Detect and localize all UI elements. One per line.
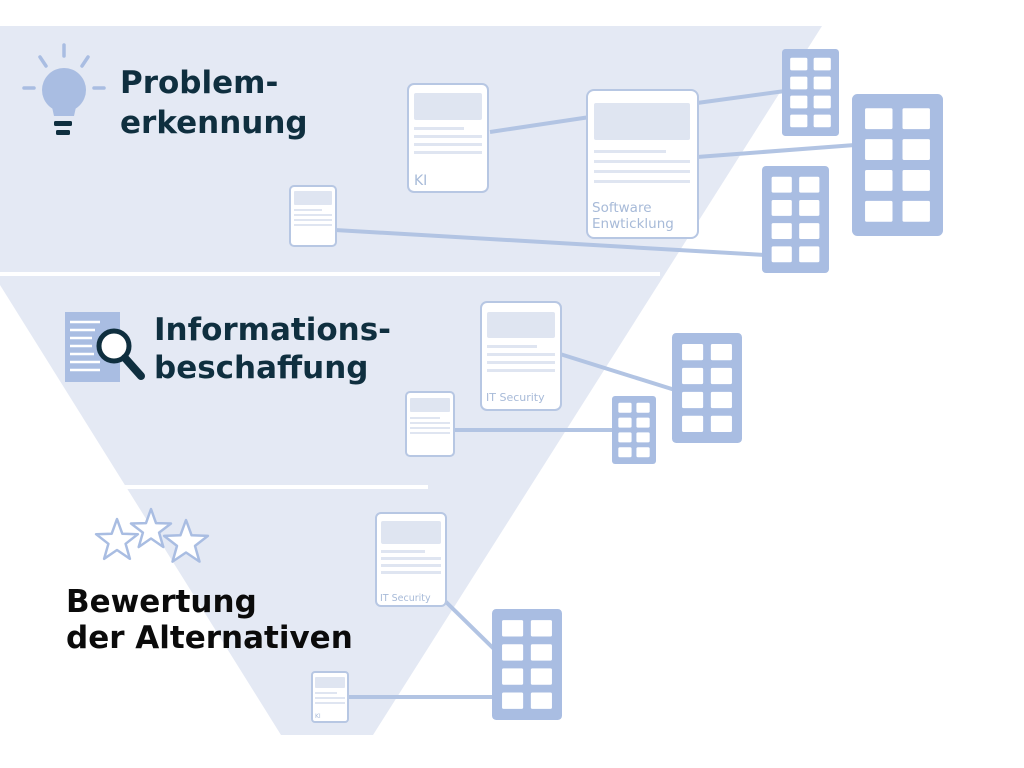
building-window [502,668,524,685]
building-window [682,415,704,432]
building-window [813,95,831,109]
document-card: KI [311,671,349,723]
building-window [790,57,808,71]
building-window [618,432,632,443]
building-window [618,417,632,428]
building-window [682,344,704,361]
connector-line [559,352,676,392]
stage-title-problem: Problem- erkennung [120,65,308,141]
building-window [865,200,893,222]
building-window [902,139,930,160]
building-window [530,692,552,709]
building-window [636,402,650,413]
document-card [289,185,337,247]
building-window [636,417,650,428]
building-window [902,108,930,130]
building-window [799,223,820,240]
building-window [710,415,732,432]
document-search-icon [65,312,145,382]
building-window [902,170,930,191]
building-window [813,57,831,71]
stage-title-line: Informations- [154,312,391,348]
document-label: KI [315,713,321,720]
connectors [334,89,856,699]
connector-line [334,228,766,257]
document-card: KI [407,83,489,193]
building-icon [852,94,943,236]
three-stars-icon [94,507,210,563]
connector-line [696,89,786,105]
building-window [799,246,820,263]
stage-title-information: Informations- beschaffung [154,312,402,386]
building-icon [492,609,562,720]
building-window [618,447,632,458]
building-window [902,200,930,222]
building-window [865,108,893,130]
building-window [636,447,650,458]
building-window [790,76,808,90]
document-label: IT Security [486,391,545,404]
document-card [405,391,455,457]
building-window [618,402,632,413]
building-icon [612,396,656,464]
document-label: Software Enwticklung [592,200,674,232]
building-window [813,76,831,90]
stage-title-line: der Alternativen [66,620,353,656]
building-window [530,620,552,637]
building-window [771,176,792,193]
connector-line [489,115,591,134]
document-card: Software Enwticklung [586,89,699,239]
document-label: KI [414,173,427,189]
stage-title-line: Bewertung [66,584,257,620]
documents: KI Software Enwticklung [289,83,699,723]
building-icon [782,49,839,136]
building-window [530,644,552,661]
building-window [865,139,893,160]
lightbulb-icon [22,43,106,135]
building-window [502,620,524,637]
building-window [771,199,792,216]
building-window [790,114,808,128]
document-card: IT Security [480,301,562,411]
stage-title-line: Problem- [120,65,278,101]
building-icon [762,166,829,273]
building-window [799,199,820,216]
building-window [865,170,893,191]
building-window [682,391,704,409]
document-label: IT Security [380,593,431,604]
building-window [790,95,808,109]
connector-line [696,143,856,159]
connector-line [442,598,497,652]
building-window [710,367,732,385]
building-window [813,114,831,128]
building-window [502,644,524,661]
building-window [710,344,732,361]
building-icon [672,333,742,443]
building-window [799,176,820,193]
building-window [502,692,524,709]
stage-title-evaluation: Bewertung der Alternativen [66,584,353,656]
building-window [771,223,792,240]
star-icon [162,518,210,563]
document-label-line: Enwticklung [592,216,674,232]
building-window [682,367,704,385]
stage-title-line: beschaffung [154,350,368,386]
document-card: IT Security [375,512,447,607]
buildings [492,49,943,720]
star-icon [129,507,173,549]
stage-title-line: erkennung [120,105,308,141]
document-label-line: Software [592,200,652,216]
building-window [636,432,650,443]
building-window [530,668,552,685]
star-icon [94,517,140,561]
building-window [710,391,732,409]
building-window [771,246,792,263]
